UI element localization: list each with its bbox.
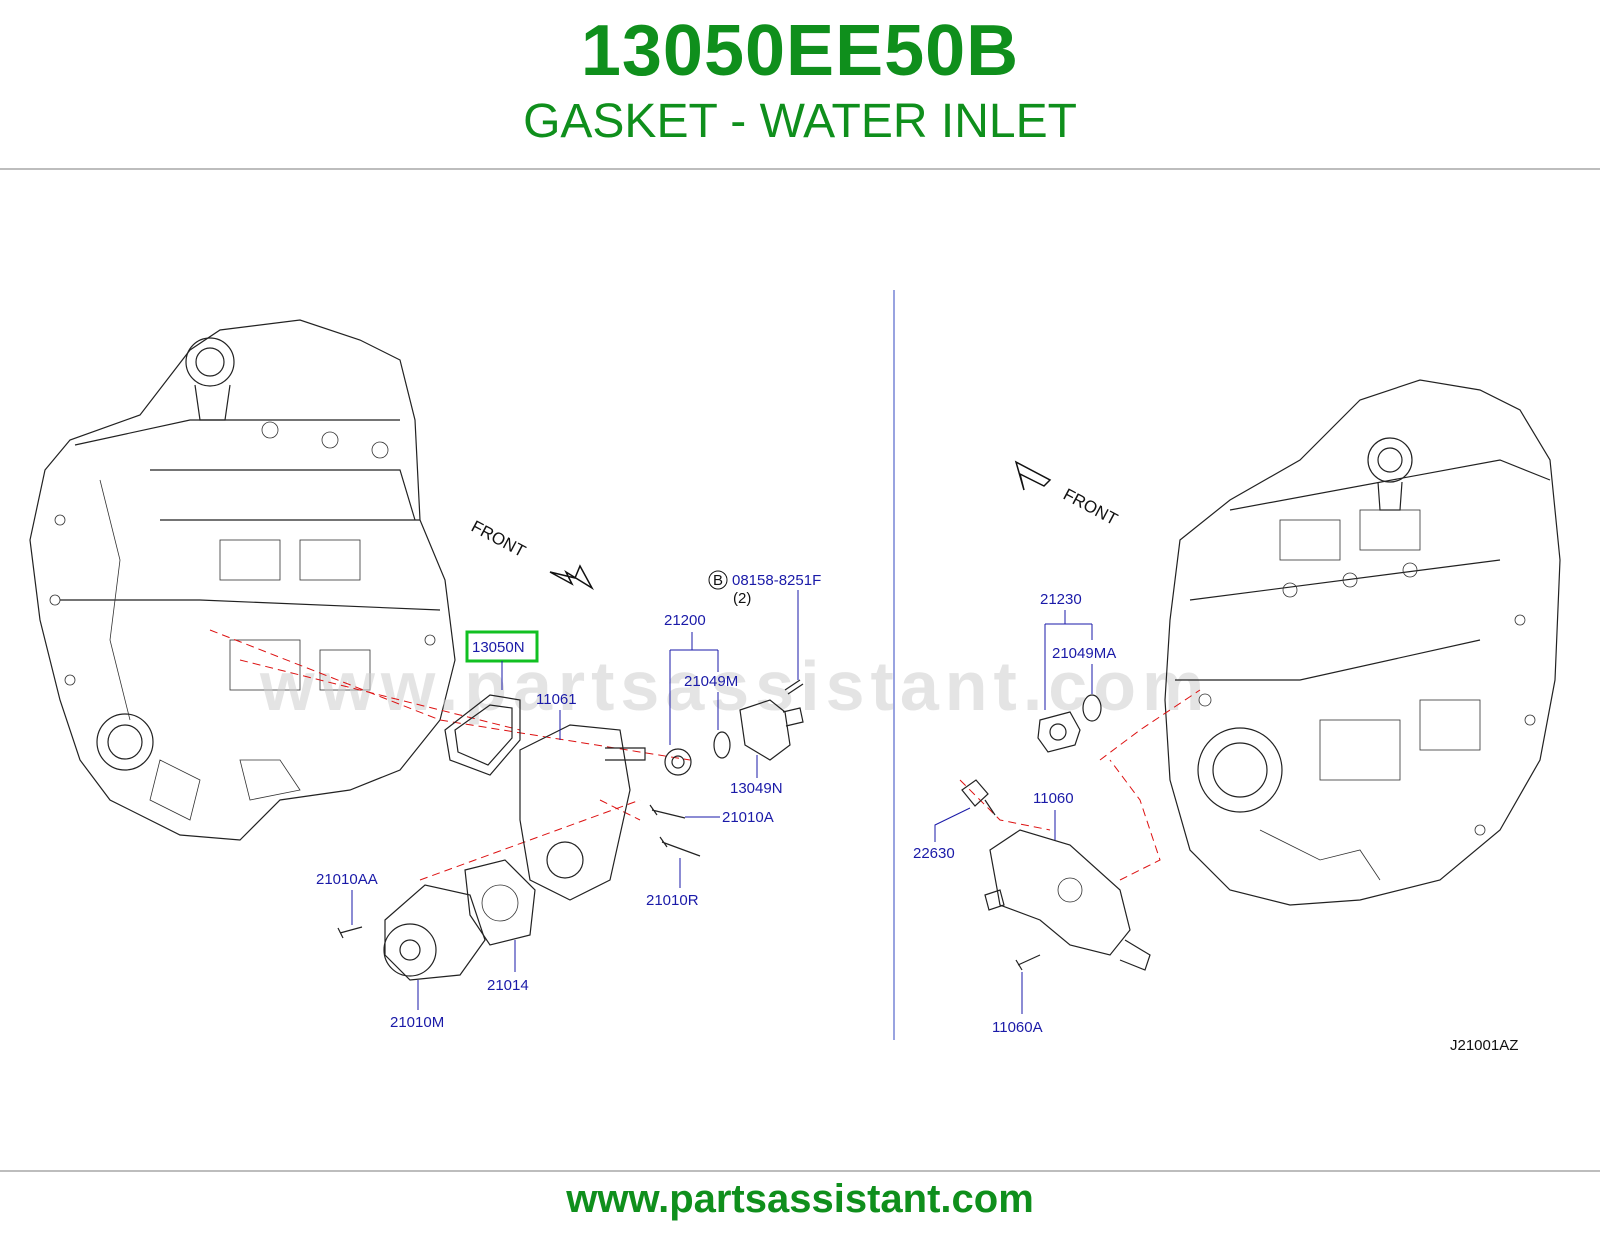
page-header: 13050EE50B GASKET - WATER INLET [0, 0, 1600, 170]
callout-21049M[interactable]: 21049M [684, 673, 738, 690]
callout-13049N[interactable]: 13049N [730, 780, 783, 797]
alignment-line [1099, 689, 1201, 761]
bolt-ref-circle-icon [708, 570, 728, 590]
front-arrow-icon [549, 564, 595, 591]
callout-11061[interactable]: 11061 [536, 691, 577, 708]
watermark-text: www.partsassistant.com [259, 647, 1210, 725]
water-inlet-gasket [444, 694, 521, 776]
temperature-sensor [961, 779, 996, 816]
footer-url-link[interactable]: www.partsassistant.com [566, 1177, 1034, 1221]
alignment-line [599, 799, 641, 821]
callout-13050N[interactable]: 13050N [472, 639, 525, 656]
part-number-title: 13050EE50B [580, 11, 1020, 91]
part-name-subtitle: GASKET - WATER INLET [523, 95, 1077, 148]
bolt-21010aa-drawing [337, 926, 363, 939]
front-label-right: FRONT [1060, 485, 1121, 529]
o-ring [713, 731, 731, 759]
alignment-line [239, 659, 521, 731]
thermostat [664, 748, 692, 776]
alignment-line [1109, 759, 1161, 881]
front-label-left: FRONT [468, 517, 529, 561]
callout-21010A[interactable]: 21010A [722, 809, 774, 826]
bolt [784, 679, 804, 695]
callout-11060[interactable]: 11060 [1033, 790, 1074, 807]
alignment-line [419, 799, 641, 881]
leader-line [1044, 610, 1093, 710]
callout-22630[interactable]: 22630 [913, 845, 955, 862]
callout-11060A[interactable]: 11060A [992, 1019, 1043, 1036]
o-ring-right [1082, 694, 1102, 722]
left-engine-drawing [29, 319, 456, 841]
top-divider [0, 168, 1600, 170]
water-pump [383, 884, 486, 981]
alignment-line [209, 629, 691, 761]
water-inlet-housing [519, 724, 646, 901]
pump-gasket [464, 859, 536, 946]
water-outlet [739, 699, 804, 761]
bottom-divider [0, 1170, 1600, 1172]
bolt-quantity: (2) [733, 590, 751, 607]
figure-code: J21001AZ [1450, 1037, 1518, 1054]
right-engine-drawing [1164, 379, 1561, 906]
thermostat-right [1037, 711, 1081, 753]
alignment-line [959, 779, 1051, 831]
callout-21010M[interactable]: 21010M [390, 1014, 444, 1031]
water-outlet-housing [984, 829, 1151, 971]
leader-line [669, 632, 719, 745]
bolt-21010r-drawing [659, 836, 701, 857]
callout-21230[interactable]: 21230 [1040, 591, 1082, 608]
callout-21010R[interactable]: 21010R [646, 892, 699, 909]
callout-21200[interactable]: 21200 [664, 612, 706, 629]
callout-21049MA[interactable]: 21049MA [1052, 645, 1116, 662]
callout-21010AA[interactable]: 21010AA [316, 871, 378, 888]
callout-21014[interactable]: 21014 [487, 977, 529, 994]
callout-08158-8251F[interactable]: 08158-8251F [732, 572, 821, 589]
leader-line [934, 807, 971, 842]
bolt-11060a-drawing [1015, 954, 1041, 971]
front-arrow-icon [1014, 460, 1052, 491]
bolt-ref-circle-letter: B [713, 572, 723, 589]
bolt-21010a-drawing [649, 804, 686, 819]
